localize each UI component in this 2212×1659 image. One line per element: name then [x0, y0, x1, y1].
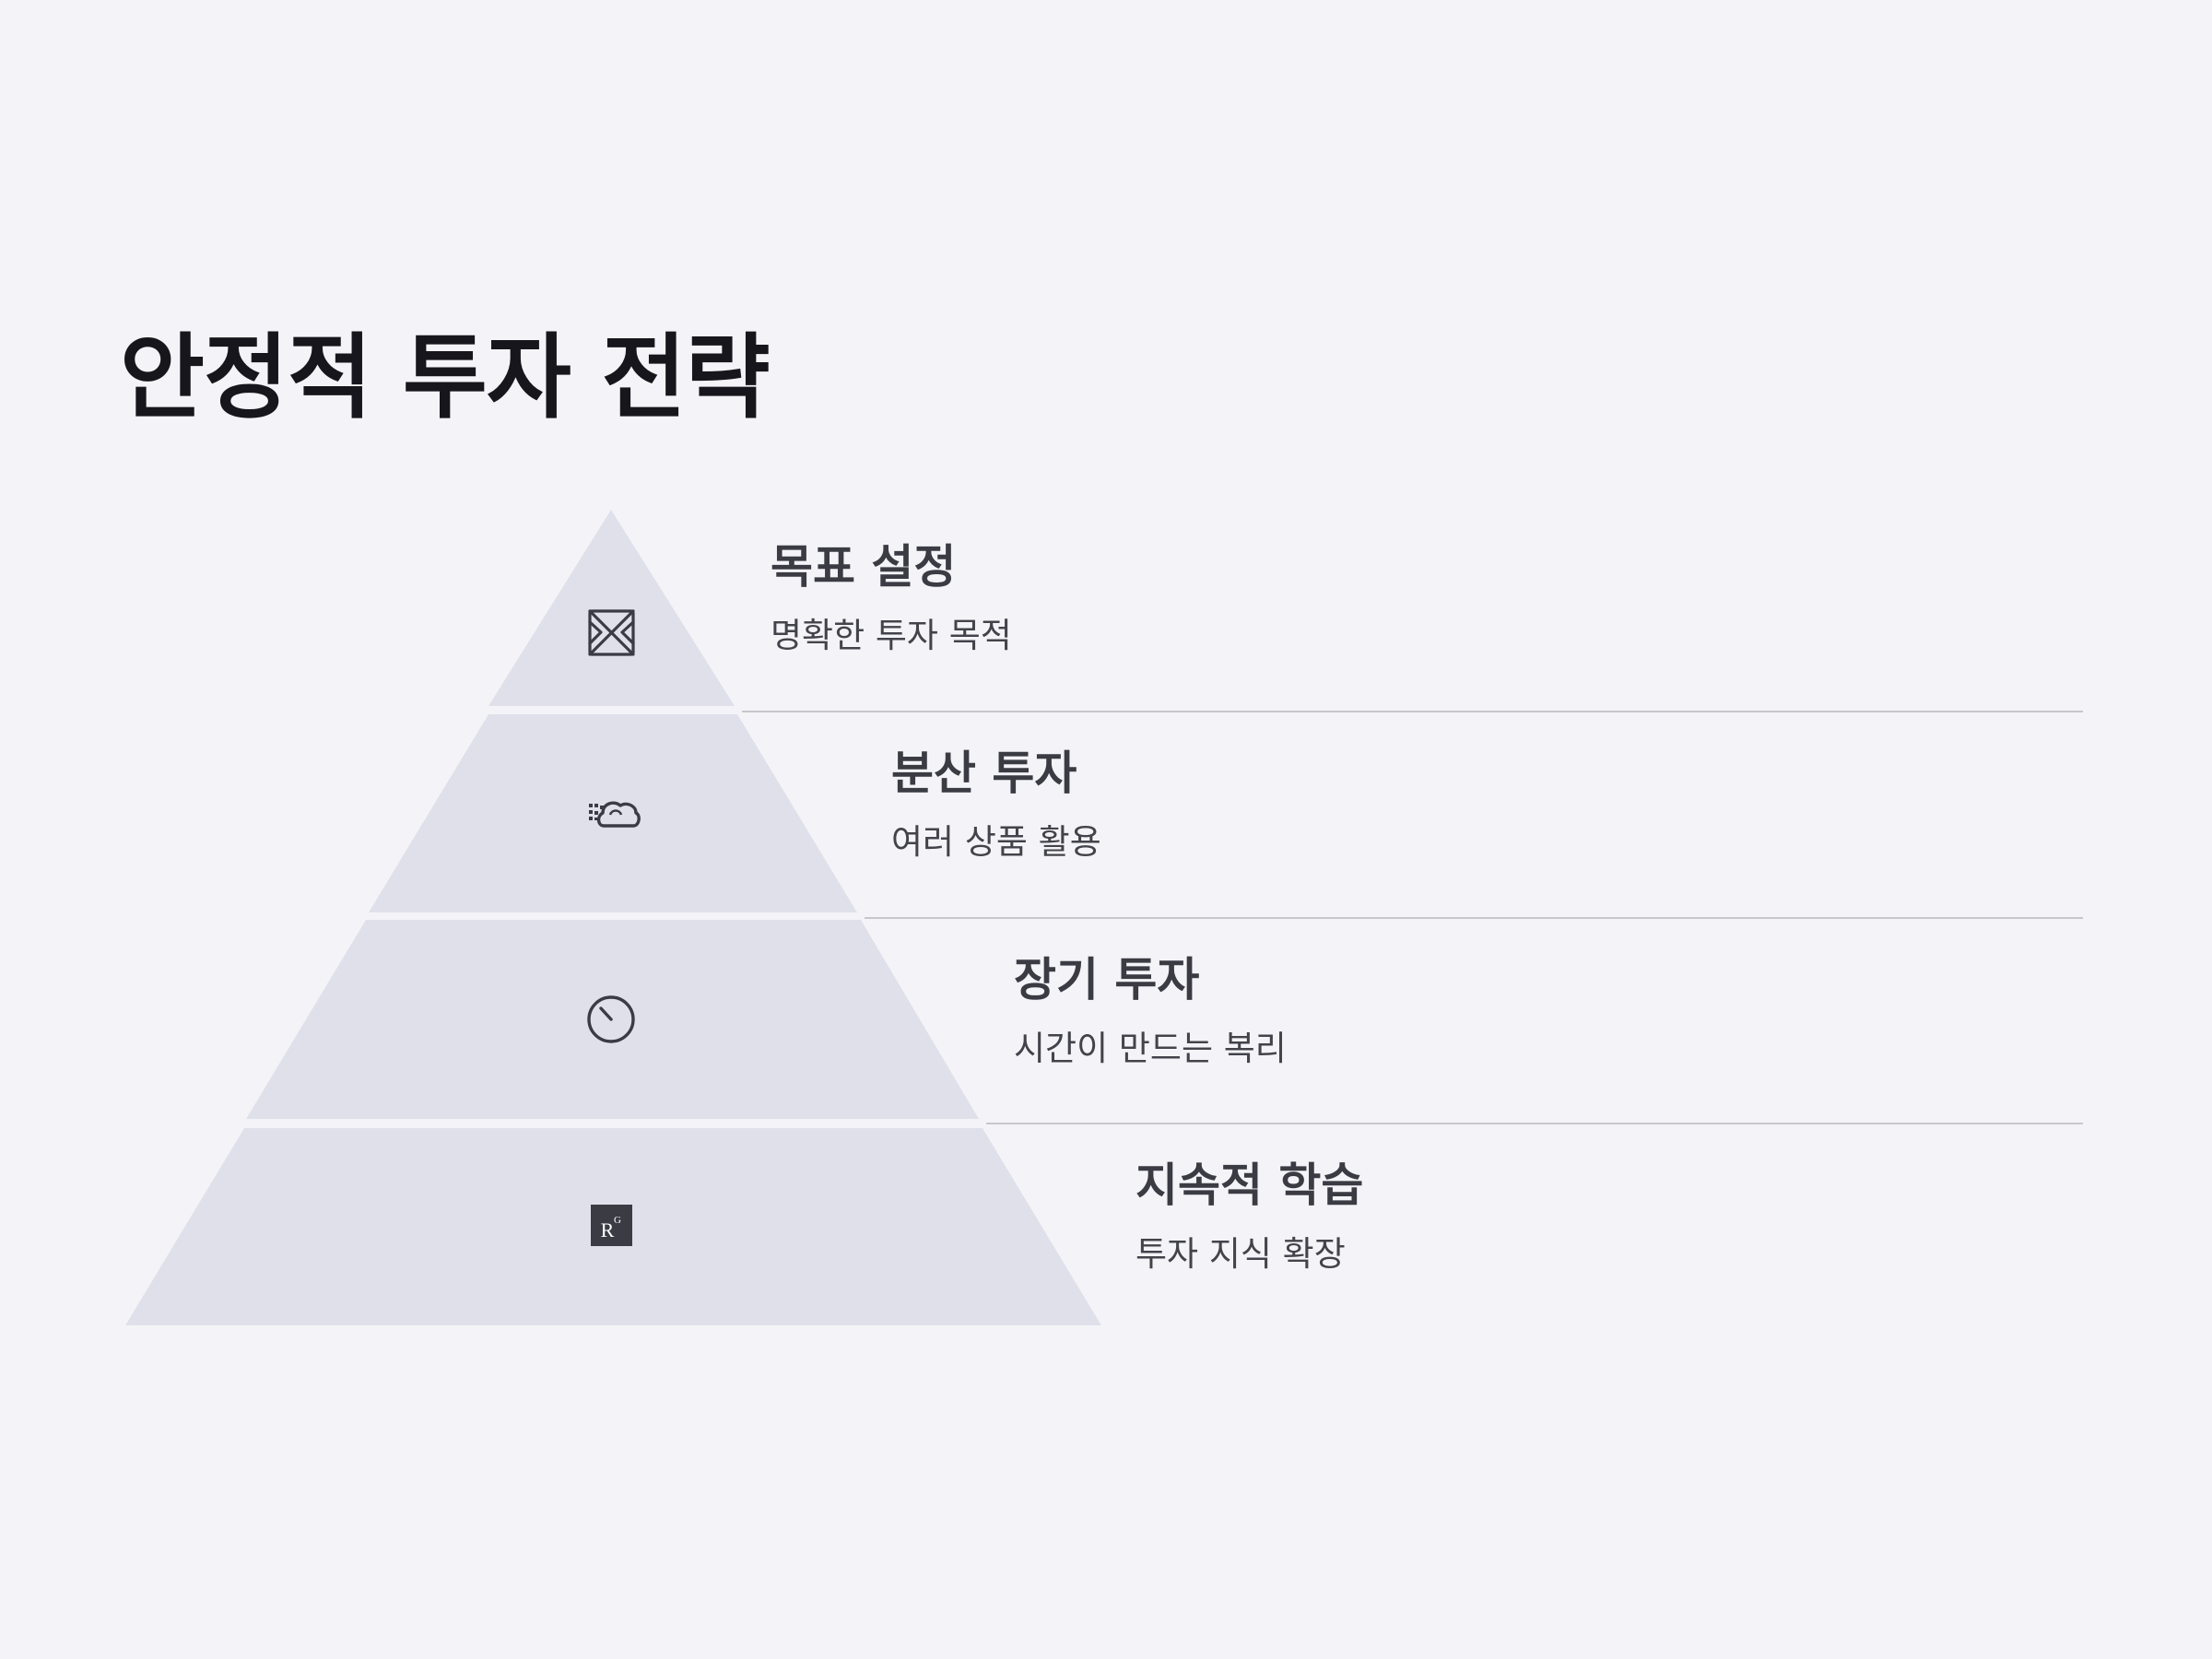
diversify-icon — [589, 801, 641, 828]
learning-icon-text: R — [601, 1218, 615, 1241]
tier-3-title: 장기 투자 — [1014, 953, 1200, 1006]
pyramid-tier-2 — [369, 714, 857, 912]
tier-1-text: 목표 설정 명확한 투자 목적 — [771, 542, 1012, 656]
separator-3 — [986, 1123, 2083, 1124]
tier-2-title: 분산 투자 — [891, 747, 1077, 800]
tier-1-description: 명확한 투자 목적 — [771, 616, 1012, 655]
tier-4-text: 지속적 학습 투자 지식 확장 — [1135, 1160, 1363, 1275]
tier-2-text: 분산 투자 여러 상품 활용 — [891, 748, 1101, 863]
tier-3-description: 시간이 만드는 복리 — [1014, 1029, 1287, 1068]
target-icon — [588, 609, 635, 656]
learning-icon: R G — [591, 1205, 632, 1246]
tier-4-description: 투자 지식 확장 — [1135, 1234, 1346, 1274]
pyramid-tier-1 — [488, 510, 735, 706]
learning-icon-sup: G — [614, 1215, 621, 1226]
tier-3-text: 장기 투자 시간이 만드는 복리 — [1014, 955, 1287, 1069]
tier-2-description: 여러 상품 활용 — [891, 822, 1101, 862]
tier-4-title: 지속적 학습 — [1135, 1159, 1364, 1212]
tier-1-title: 목표 설정 — [771, 540, 957, 594]
separator-1 — [742, 711, 2083, 712]
timer-icon — [587, 995, 635, 1043]
separator-2 — [865, 917, 2083, 919]
page-title: 안정적 투자 전략 — [120, 324, 771, 431]
